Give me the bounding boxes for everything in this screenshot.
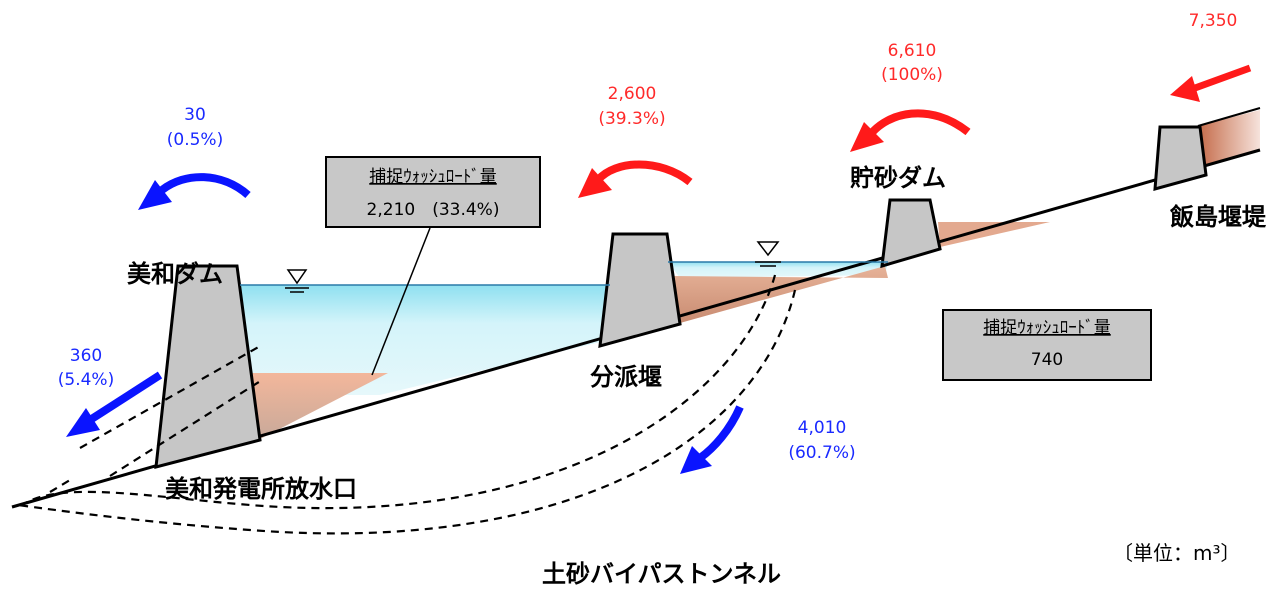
label-chosa-dam: 貯砂ダム	[850, 164, 946, 192]
iijima-upstream-sediment	[1198, 110, 1260, 166]
miwa-outflow-arrowhead-icon	[138, 180, 172, 210]
miwa-reservoir-water	[240, 285, 610, 395]
bunpa-arrow-icon	[594, 160, 693, 186]
label-tunnel: 土砂バイパストンネル	[542, 560, 781, 588]
miwa-reservoir-sediment	[250, 373, 388, 438]
box-value: 2,210 (33.4%)	[367, 200, 500, 220]
box-title: 捕捉ｳｫｯｼｭﾛｰﾄﾞ量	[369, 167, 497, 187]
label-iijima-weir: 飯島堰堤	[1169, 203, 1267, 231]
flow-pct-tunnel: (60.7%)	[788, 443, 855, 463]
bunpa-arrowhead-icon	[578, 168, 612, 198]
outlet-line-2	[109, 379, 263, 477]
chosa-dam-body	[880, 198, 942, 269]
bunpa-reservoir-water	[668, 262, 888, 278]
water-level-marker-icon	[285, 269, 309, 293]
box-value: 740	[1031, 350, 1063, 370]
miwa-outflow-arrow-icon	[159, 173, 251, 199]
tunnel-arrowhead-icon	[680, 446, 712, 474]
outlet-arrow-icon	[87, 371, 163, 424]
miwa-dam-body	[154, 264, 262, 469]
bunpa-reservoir-sediment	[672, 266, 888, 323]
flow-pct-bunpa: (39.3%)	[598, 109, 665, 129]
upstream-top-line	[1197, 107, 1261, 127]
chosa-arrowhead-icon	[850, 122, 884, 152]
flow-value-outlet: 360	[70, 346, 102, 366]
tunnel-arrow-icon	[697, 405, 744, 462]
tunnel-upper-curve	[21, 274, 777, 510]
box-leader-line	[371, 227, 431, 376]
flow-value-tunnel: 4,010	[798, 418, 847, 438]
flow-value-iijima: 7,350	[1189, 11, 1238, 31]
label-miwa-dam: 美和ダム	[127, 260, 223, 288]
iijima-weir-body	[1153, 125, 1208, 192]
flow-pct-miwa: (0.5%)	[167, 130, 223, 150]
flow-value-miwa: 30	[184, 105, 206, 125]
tunnel-lower-curve	[17, 289, 797, 535]
outlet-line-3	[49, 479, 71, 493]
chosa-dam-sediment	[938, 222, 1050, 247]
inflow-arrow-icon	[1193, 64, 1252, 92]
flow-value-chosa: 6,610	[888, 41, 937, 61]
flow-pct-chosa: (100%)	[881, 65, 943, 85]
flow-pct-outlet: (5.4%)	[58, 370, 114, 390]
label-outlet: 美和発電所放水口	[165, 475, 357, 503]
outlet-arrowhead-icon	[66, 408, 100, 437]
chosa-arrow-icon	[866, 109, 971, 138]
captured-washload-box-chosa: 捕捉ｳｫｯｼｭﾛｰﾄﾞ量 740	[942, 309, 1152, 381]
flow-value-bunpa: 2,600	[608, 84, 657, 104]
inflow-arrowhead-icon	[1170, 76, 1200, 102]
label-bunpa-weir: 分派堰	[590, 363, 662, 391]
box-title: 捕捉ｳｫｯｼｭﾛｰﾄﾞ量	[983, 318, 1111, 338]
unit-label: 〔単位：m³〕	[1113, 541, 1241, 565]
captured-washload-box-miwa: 捕捉ｳｫｯｼｭﾛｰﾄﾞ量 2,210 (33.4%)	[325, 156, 541, 228]
bunpa-weir-body	[598, 232, 682, 349]
outlet-line-1	[79, 344, 263, 449]
water-level-marker-icon	[755, 241, 781, 267]
bypass-tunnel-lines	[17, 274, 797, 535]
